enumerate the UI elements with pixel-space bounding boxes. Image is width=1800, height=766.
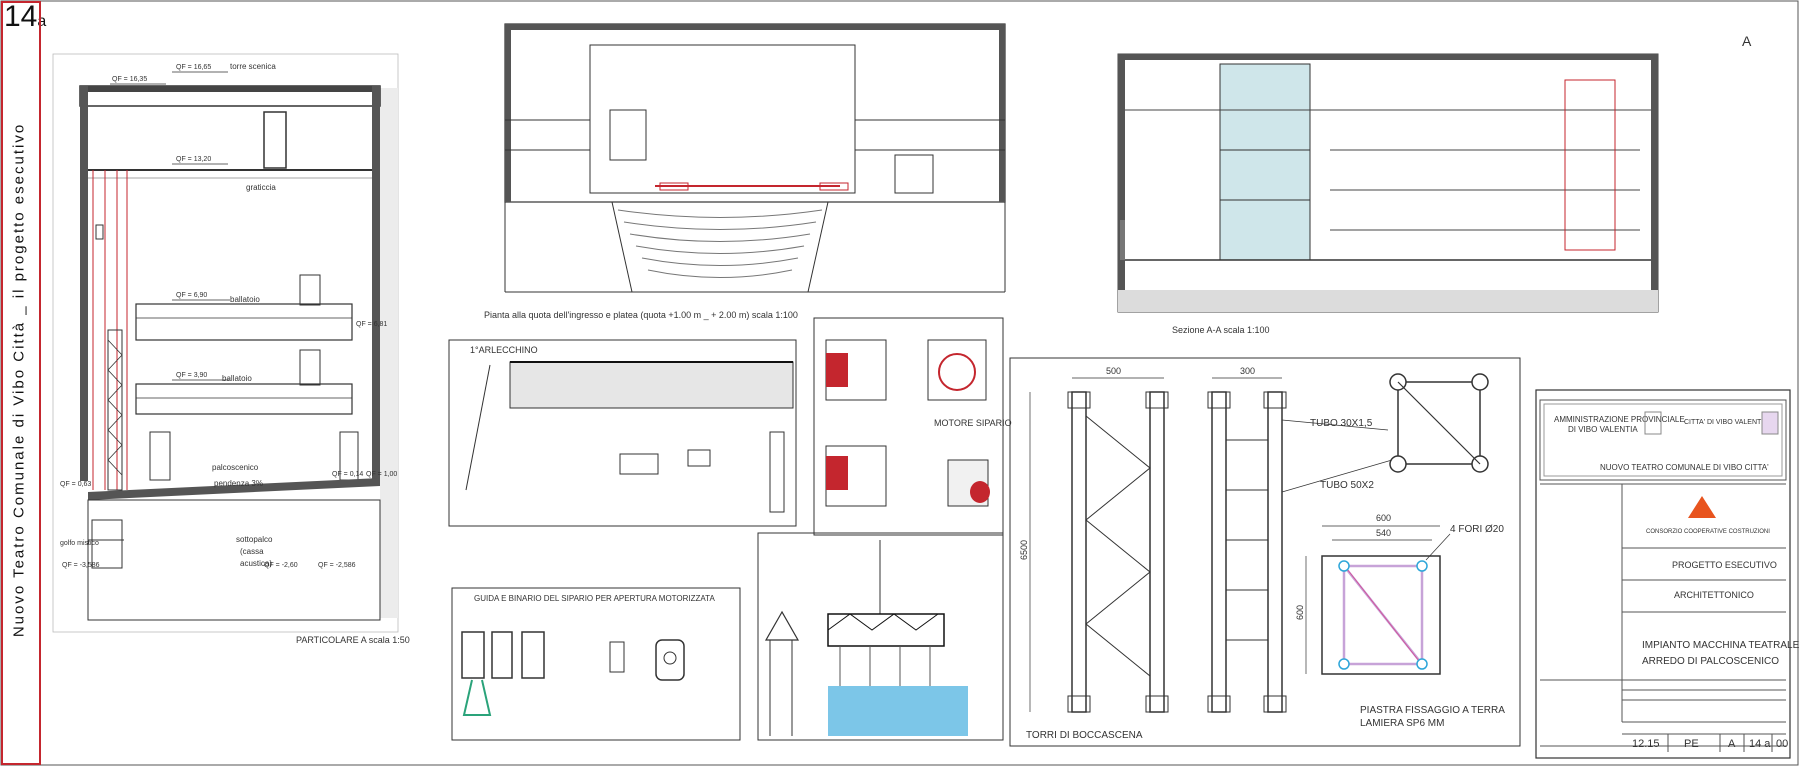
dettaglio-sistema-panel [757,532,1004,741]
tb-admin-2: DI VIBO VALENTIA [1568,425,1638,434]
label-sottopalco: sottopalco [236,535,273,544]
label-tubo-30x1-5: TUBO 30X1,5 [1310,418,1373,429]
comune-crest-icon [1761,411,1779,435]
tb-project-name: NUOVO TEATRO COMUNALE DI VIBO CITTA' [1600,463,1769,472]
arlecchino-panel: 1°ARLECCHINO [448,339,797,527]
dim-600-top: 600 [1376,513,1391,523]
title-arlecchino: 1°ARLECCHINO [470,345,538,355]
label-ballatoio-1: ballatoio [230,295,260,304]
quote-6-90: QF = 6,90 [176,292,207,299]
tb-code-5: 00 [1776,738,1788,750]
caption-particolare-a: PARTICOLARE A scala 1:50 [296,635,410,645]
tb-code-4: 14 a [1749,738,1771,750]
tb-phase: PROGETTO ESECUTIVO [1672,560,1777,570]
quote-0-14: QF = 0,14 [332,471,363,478]
provincia-crest-icon [1644,411,1662,435]
pianta-section: Pianta alla quota dell'ingresso e platea… [484,23,1006,320]
tb-admin-1: AMMINISTRAZIONE PROVINCIALE [1554,415,1685,424]
caption-pianta: Pianta alla quota dell'ingresso e platea… [484,310,798,320]
dim-6500: 6500 [1019,540,1029,560]
title-block: AMMINISTRAZIONE PROVINCIALE DI VIBO VALE… [1535,389,1800,759]
sheet-number: 14a [4,0,47,33]
tb-discipline: ARCHITETTONICO [1674,590,1754,600]
torri-panel: TORRI DI BOCCASCENA 500 300 6500 [1009,357,1521,747]
tb-company: CONSORZIO COOPERATIVE COSTRUZIONI [1646,529,1770,535]
label-tubo-50x2: TUBO 50X2 [1320,480,1374,491]
label-piastra-2: LAMIERA SP6 MM [1360,718,1444,729]
tb-drawing-1: IMPIANTO MACCHINA TEATRALE [1642,640,1800,651]
label-graticcia: graticcia [246,183,276,192]
label-piastra-1: PIASTRA FISSAGGIO A TERRA [1360,705,1505,716]
quote-6-81: QF = 6,81 [356,321,387,328]
particolare-a-section: torre scenica QF = 16,65 QF = 16,35 QF =… [52,53,410,645]
tb-code-1: 12.15 [1632,738,1660,750]
label-torre-scenica: torre scenica [230,62,276,71]
quote-minus-3-586: QF = -3,586 [62,562,100,569]
tb-city-1: CITTA' DI VIBO VALENTIA [1684,419,1768,426]
dim-300: 300 [1240,366,1255,376]
label-palcoscenico: palcoscenico [212,463,259,472]
label-pendenza: pendenza 3% [214,479,263,488]
caption-sezione: Sezione A-A scala 1:100 [1172,325,1270,335]
motore-panel: MOTORE SIPARIO [813,317,1012,536]
quote-13-20: QF = 13,20 [176,156,211,163]
tb-code-2: PE [1684,738,1699,750]
tb-drawing-2: ARREDO DI PALCOSCENICO [1642,656,1779,667]
quote-3-90: QF = 3,90 [176,372,207,379]
dim-600-side: 600 [1295,605,1305,620]
title-guida-binario: GUIDA E BINARIO DEL SIPARIO PER APERTURA… [474,594,715,603]
title-motore-sipario: MOTORE SIPARIO [934,418,1012,428]
guida-panel: GUIDA E BINARIO DEL SIPARIO PER APERTURA… [451,587,741,741]
quote-1-00: QF = 1,00 [366,471,397,478]
title-strip-border [1,1,41,765]
tb-code-3: A [1728,738,1736,750]
dim-500: 500 [1106,366,1121,376]
quote-minus-2-586: QF = -2,586 [318,562,356,569]
quote-16-65: QF = 16,65 [176,64,211,71]
sezione-section: Sezione A-A scala 1:100 [1117,53,1659,335]
label-cassa: (cassa [240,547,264,556]
title-torri-boccascena: TORRI DI BOCCASCENA [1026,730,1143,741]
label-ballatoio-2: ballatoio [222,374,252,383]
label-golfo-mistico: golfo mistico [60,540,99,547]
dim-540: 540 [1376,528,1391,538]
quote-minus-2-60: QF = -2,60 [264,562,298,569]
label-4-fori: 4 FORI Ø20 [1450,524,1504,535]
label-acustica: acustica) [240,559,272,568]
corner-letter: A [1742,33,1752,49]
company-logo-icon [1688,496,1716,518]
quote-0-63: QF = 0,63 [60,481,91,488]
quote-16-35: QF = 16,35 [112,76,147,83]
